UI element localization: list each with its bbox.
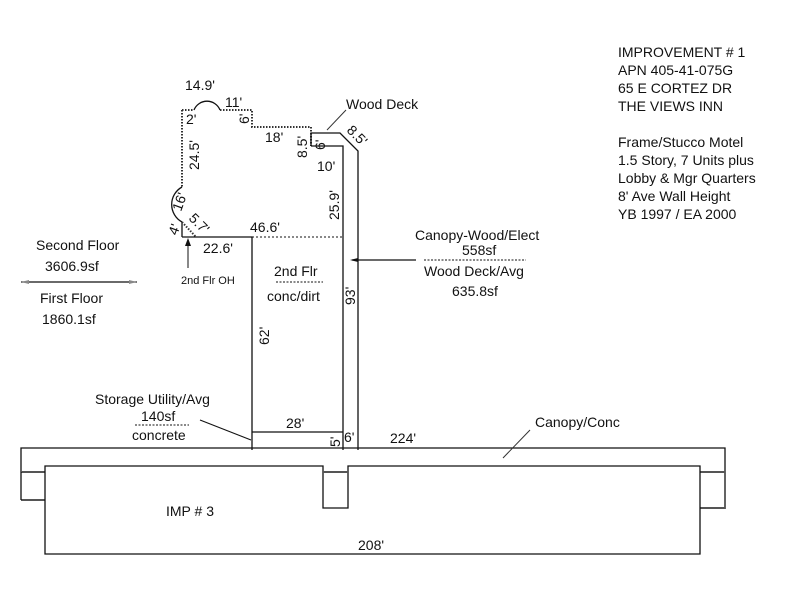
dim-label: 6' xyxy=(312,140,328,150)
dim-label: 6' xyxy=(344,429,354,445)
info-line: Frame/Stucco Motel xyxy=(618,134,743,150)
dim-label: 8.5' xyxy=(344,122,371,149)
bay-arc-top xyxy=(193,100,221,111)
dim-label: 8.5' xyxy=(294,136,310,158)
storage-material: concrete xyxy=(132,427,186,443)
floor-divider-arrow xyxy=(21,280,137,284)
dim-label: 2' xyxy=(186,111,196,127)
dim-label: 18' xyxy=(265,129,283,145)
canopy-conc-leader-line xyxy=(502,429,531,459)
dim-label: 16' xyxy=(169,190,190,213)
dim-label: 224' xyxy=(390,430,416,446)
info-line: 1.5 Story, 7 Units plus xyxy=(618,152,754,168)
wood-deck-leader-line xyxy=(326,109,347,131)
dim-label: 93' xyxy=(342,287,358,305)
dim-label: 22.6' xyxy=(203,240,233,256)
dim-label: 24.5' xyxy=(186,140,202,170)
storage-leader-line xyxy=(199,419,252,441)
second-floor-area: 3606.9sf xyxy=(45,258,99,274)
info-block: IMPROVEMENT # 1 APN 405-41-075G 65 E COR… xyxy=(618,44,756,222)
interior-bottom-label: conc/dirt xyxy=(267,288,320,304)
bay-arc-left xyxy=(171,186,183,223)
info-line: Lobby & Mgr Quarters xyxy=(618,170,756,186)
first-floor-area: 1860.1sf xyxy=(42,311,96,327)
info-line: IMPROVEMENT # 1 xyxy=(618,44,746,60)
info-line: THE VIEWS INN xyxy=(618,98,723,114)
info-line: APN 405-41-075G xyxy=(618,62,733,78)
second-floor-outline xyxy=(171,100,359,450)
info-line: 8' Ave Wall Height xyxy=(618,188,731,204)
dimension-labels: 14.9' 11' 2' 6' 18' 8.5' 6' 8.5' 10' 24.… xyxy=(165,77,416,553)
overhang-arrow xyxy=(185,238,191,268)
wood-deck-avg-label: Wood Deck/Avg xyxy=(424,263,524,279)
canopy-conc-label: Canopy/Conc xyxy=(535,414,620,430)
dim-label: 11' xyxy=(225,94,242,110)
imp3-outline xyxy=(44,465,701,555)
dim-label: 5.7' xyxy=(186,210,213,237)
dim-label: 25.9' xyxy=(326,190,342,220)
wood-deck-label: Wood Deck xyxy=(346,96,419,112)
canopy-wood-area: 558sf xyxy=(462,242,496,258)
imp3-label: IMP # 3 xyxy=(166,503,214,519)
info-line: YB 1997 / EA 2000 xyxy=(618,206,737,222)
dim-label: 62' xyxy=(256,327,272,345)
dim-label: 46.6' xyxy=(250,219,280,235)
canopy-wood-arrow xyxy=(350,258,416,262)
interior-top-label: 2nd Flr xyxy=(274,263,318,279)
dim-label: 4' xyxy=(165,222,184,237)
canopy-wood-label: Canopy-Wood/Elect xyxy=(415,227,539,243)
dim-label: 6' xyxy=(236,114,252,124)
second-floor-label: Second Floor xyxy=(36,237,120,253)
dim-label: 5' xyxy=(327,437,343,447)
overhang-label: 2nd Flr OH xyxy=(181,275,235,287)
storage-outline xyxy=(199,419,343,441)
first-floor-label: First Floor xyxy=(40,290,103,306)
dim-label: 28' xyxy=(286,415,304,431)
dim-label: 14.9' xyxy=(185,77,215,93)
canopy-conc-outline xyxy=(20,447,726,509)
wood-deck-avg-area: 635.8sf xyxy=(452,283,498,299)
info-line: 65 E CORTEZ DR xyxy=(618,80,732,96)
dim-label: 10' xyxy=(317,158,335,174)
storage-label: Storage Utility/Avg xyxy=(95,391,210,407)
storage-area: 140sf xyxy=(141,408,175,424)
dim-label: 208' xyxy=(358,537,384,553)
wood-deck-outline xyxy=(310,132,359,450)
